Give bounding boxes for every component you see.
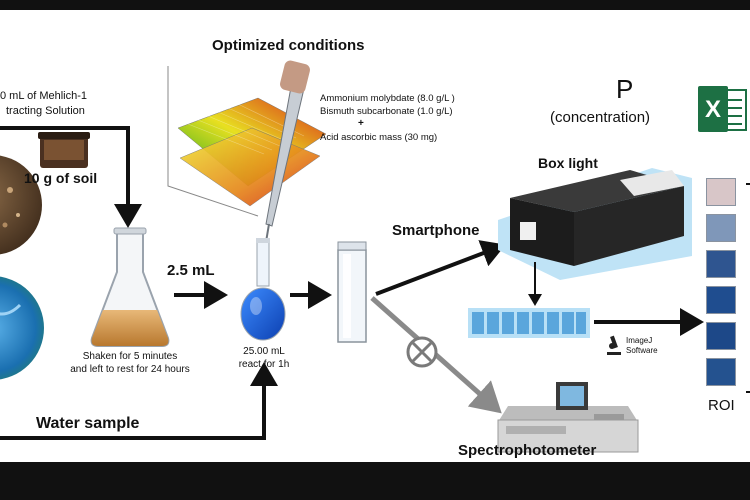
box-light-device (498, 168, 692, 280)
frame-bottom-border (0, 462, 750, 500)
shake-label-line2: and left to rest for 24 hours (70, 364, 190, 375)
water-sample-photo (0, 276, 44, 380)
reagent-1: Ammonium molybdate (8.0 g/L ) (320, 93, 455, 104)
diagram-graphics (0, 60, 750, 453)
extraction-flow-arrow (0, 126, 142, 228)
spectrophotometer-label: Spectrophotometer (458, 442, 597, 459)
microscope-icon (607, 335, 621, 355)
soil-label: 10 g of soil (24, 170, 98, 186)
water-flow-arrow (0, 362, 278, 440)
erlenmeyer-flask (90, 227, 170, 347)
software-label-line1: ImageJ (626, 336, 653, 345)
roi-swatch-list (706, 178, 736, 394)
extract-label-line2: tracting Solution (6, 105, 85, 117)
flask-label-line2: react for 1h (238, 359, 290, 370)
p-label: P (616, 74, 634, 104)
roi-label: ROI (708, 397, 735, 414)
roi-swatch (706, 178, 736, 206)
shake-label-line1: Shaken for 5 minutes (82, 351, 178, 362)
smartphone-label: Smartphone (392, 222, 480, 239)
roi-swatch (706, 250, 736, 278)
roi-swatch (706, 358, 736, 386)
roi-bracket (746, 183, 750, 393)
color-strip (468, 308, 590, 338)
water-label: Water sample (36, 415, 140, 432)
spectrophotometer-device (497, 382, 639, 453)
reagent-3: Acid ascorbic mass (30 mg) (320, 132, 438, 143)
cuvette (337, 241, 367, 343)
boxlight-label: Box light (538, 155, 598, 171)
flask-label-line1: 25.00 mL (243, 346, 285, 357)
extract-label-line1: 0 mL of Mehlich-1 (0, 90, 88, 102)
roi-swatch (706, 214, 736, 242)
volumetric-flask (240, 238, 286, 341)
pipette-image (265, 60, 310, 243)
smartphone-path-arrow (375, 240, 506, 296)
reagent-2: Bismuth subcarbonate (1.0 g/L) (320, 106, 453, 117)
blocked-path-icon (406, 336, 438, 368)
concentration-label: (concentration) (550, 109, 651, 126)
optimized-title: Optimized conditions (212, 37, 365, 54)
soil-jar-image (38, 132, 90, 168)
soil-sample-photo (0, 155, 42, 255)
excel-icon (698, 86, 747, 132)
excel-letter: X (705, 96, 722, 123)
diagram-canvas: 0 mL of Mehlich-1 tracting Solution 10 g… (0, 10, 750, 462)
software-label-line2: Software (626, 346, 658, 355)
reagent-plus: + (358, 118, 364, 129)
volume-label: 2.5 mL (167, 262, 215, 279)
frame-top-border (0, 0, 750, 10)
roi-swatch (706, 322, 736, 350)
roi-swatch (706, 286, 736, 314)
